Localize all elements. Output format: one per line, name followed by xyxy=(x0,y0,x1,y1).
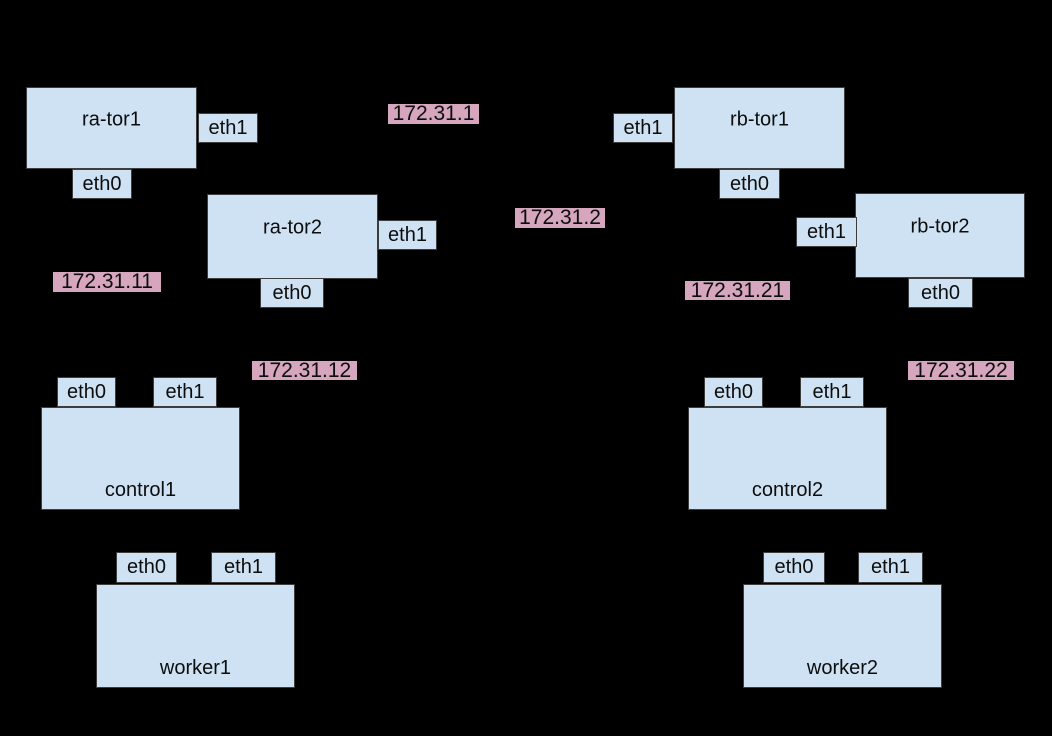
iface-worker2-eth0: eth0 xyxy=(763,552,825,583)
node-worker1: worker1 xyxy=(96,584,295,688)
node-label-worker2: worker2 xyxy=(806,657,879,679)
node-ra-tor1: ra-tor1 xyxy=(26,87,197,169)
ip-label-172-31-12: 172.31.12 xyxy=(252,361,357,380)
iface-control1-eth1: eth1 xyxy=(153,377,217,407)
iface-rb-tor1-eth0: eth0 xyxy=(719,169,780,199)
iface-ra-tor2-eth0: eth0 xyxy=(260,278,324,308)
ip-label-172-31-22: 172.31.22 xyxy=(908,361,1014,380)
node-label-control2: control2 xyxy=(751,479,824,501)
ip-label-172-31-2: 172.31.2 xyxy=(515,208,605,228)
node-rb-tor1: rb-tor1 xyxy=(674,87,845,169)
node-label-control1: control1 xyxy=(104,479,177,501)
iface-worker1-eth0: eth0 xyxy=(116,552,177,583)
node-label-worker1: worker1 xyxy=(159,657,232,679)
ip-label-172-31-21: 172.31.21 xyxy=(685,281,790,300)
iface-control1-eth0: eth0 xyxy=(57,377,116,407)
node-control1: control1 xyxy=(41,407,240,510)
node-control2: control2 xyxy=(688,407,887,510)
node-label-ra-tor1: ra-tor1 xyxy=(82,108,141,131)
node-label-rb-tor2: rb-tor2 xyxy=(910,215,970,238)
iface-control2-eth0: eth0 xyxy=(704,377,763,407)
node-worker2: worker2 xyxy=(743,584,942,688)
iface-rb-tor1-eth1: eth1 xyxy=(613,113,673,143)
node-label-ra-tor2: ra-tor2 xyxy=(263,216,322,239)
iface-rb-tor2-eth0: eth0 xyxy=(908,278,973,308)
iface-worker2-eth1: eth1 xyxy=(858,552,923,583)
node-label-rb-tor1: rb-tor1 xyxy=(730,108,789,131)
iface-ra-tor2-eth1: eth1 xyxy=(378,220,437,250)
node-ra-tor2: ra-tor2 xyxy=(207,194,378,279)
iface-rb-tor2-eth1: eth1 xyxy=(796,217,857,247)
iface-worker1-eth1: eth1 xyxy=(211,552,276,583)
ip-label-172-31-1: 172.31.1 xyxy=(388,104,479,124)
node-rb-tor2: rb-tor2 xyxy=(855,193,1025,278)
ip-label-172-31-11: 172.31.11 xyxy=(53,272,161,292)
iface-ra-tor1-eth1: eth1 xyxy=(198,113,258,143)
iface-control2-eth1: eth1 xyxy=(800,377,864,407)
iface-ra-tor1-eth0: eth0 xyxy=(72,169,132,199)
